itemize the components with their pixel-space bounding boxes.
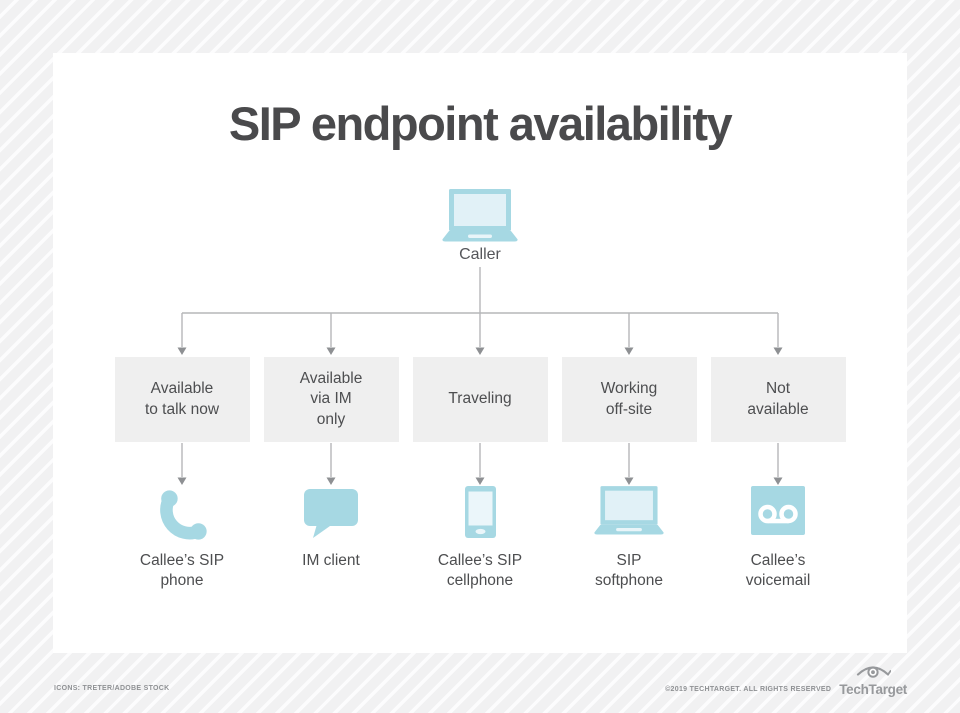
smartphone-icon xyxy=(405,486,555,539)
brand-wordmark: TechTarget xyxy=(839,682,907,697)
status-box-not-available: Not available xyxy=(710,357,846,442)
laptop-icon xyxy=(554,486,704,539)
voicemail-icon xyxy=(703,486,853,539)
endpoint-label: Callee’s SIP phone xyxy=(139,552,225,589)
column-available-now: Available to talk now Callee’s SIP phone xyxy=(107,357,257,591)
status-box-available-im: Available via IM only xyxy=(263,357,399,442)
page-title: SIP endpoint availability xyxy=(228,97,733,150)
icons-credit-text: ICONS: TRETER/ADOBE STOCK xyxy=(54,685,170,692)
laptop-icon xyxy=(442,189,518,242)
eye-icon xyxy=(855,662,892,682)
column-not-available: Not available Callee’s voicemail xyxy=(703,357,853,591)
status-box-traveling: Traveling xyxy=(412,357,548,442)
endpoint-label: SIP softphone xyxy=(594,552,664,589)
status-box-working-offsite: Working off-site xyxy=(561,357,697,442)
endpoint-label: IM client xyxy=(302,552,360,569)
footer-right: ©2019 TECHTARGET. ALL RIGHTS RESERVED Te… xyxy=(665,662,907,697)
phone-handset-icon xyxy=(107,486,257,540)
column-working-offsite: Working off-site SIP softphone xyxy=(554,357,704,591)
endpoint-label: Callee’s voicemail xyxy=(745,552,811,589)
column-available-im: Available via IM only IM client xyxy=(256,357,406,571)
techtarget-logo: TechTarget xyxy=(839,662,907,697)
chat-bubble-icon xyxy=(256,486,406,539)
endpoint-label: Callee’s SIP cellphone xyxy=(437,552,523,589)
status-box-available-now: Available to talk now xyxy=(114,357,250,442)
column-traveling: Traveling Callee’s SIP cellphone xyxy=(405,357,555,591)
copyright-text: ©2019 TECHTARGET. ALL RIGHTS RESERVED xyxy=(665,685,832,693)
caller-label: Caller xyxy=(459,246,501,263)
